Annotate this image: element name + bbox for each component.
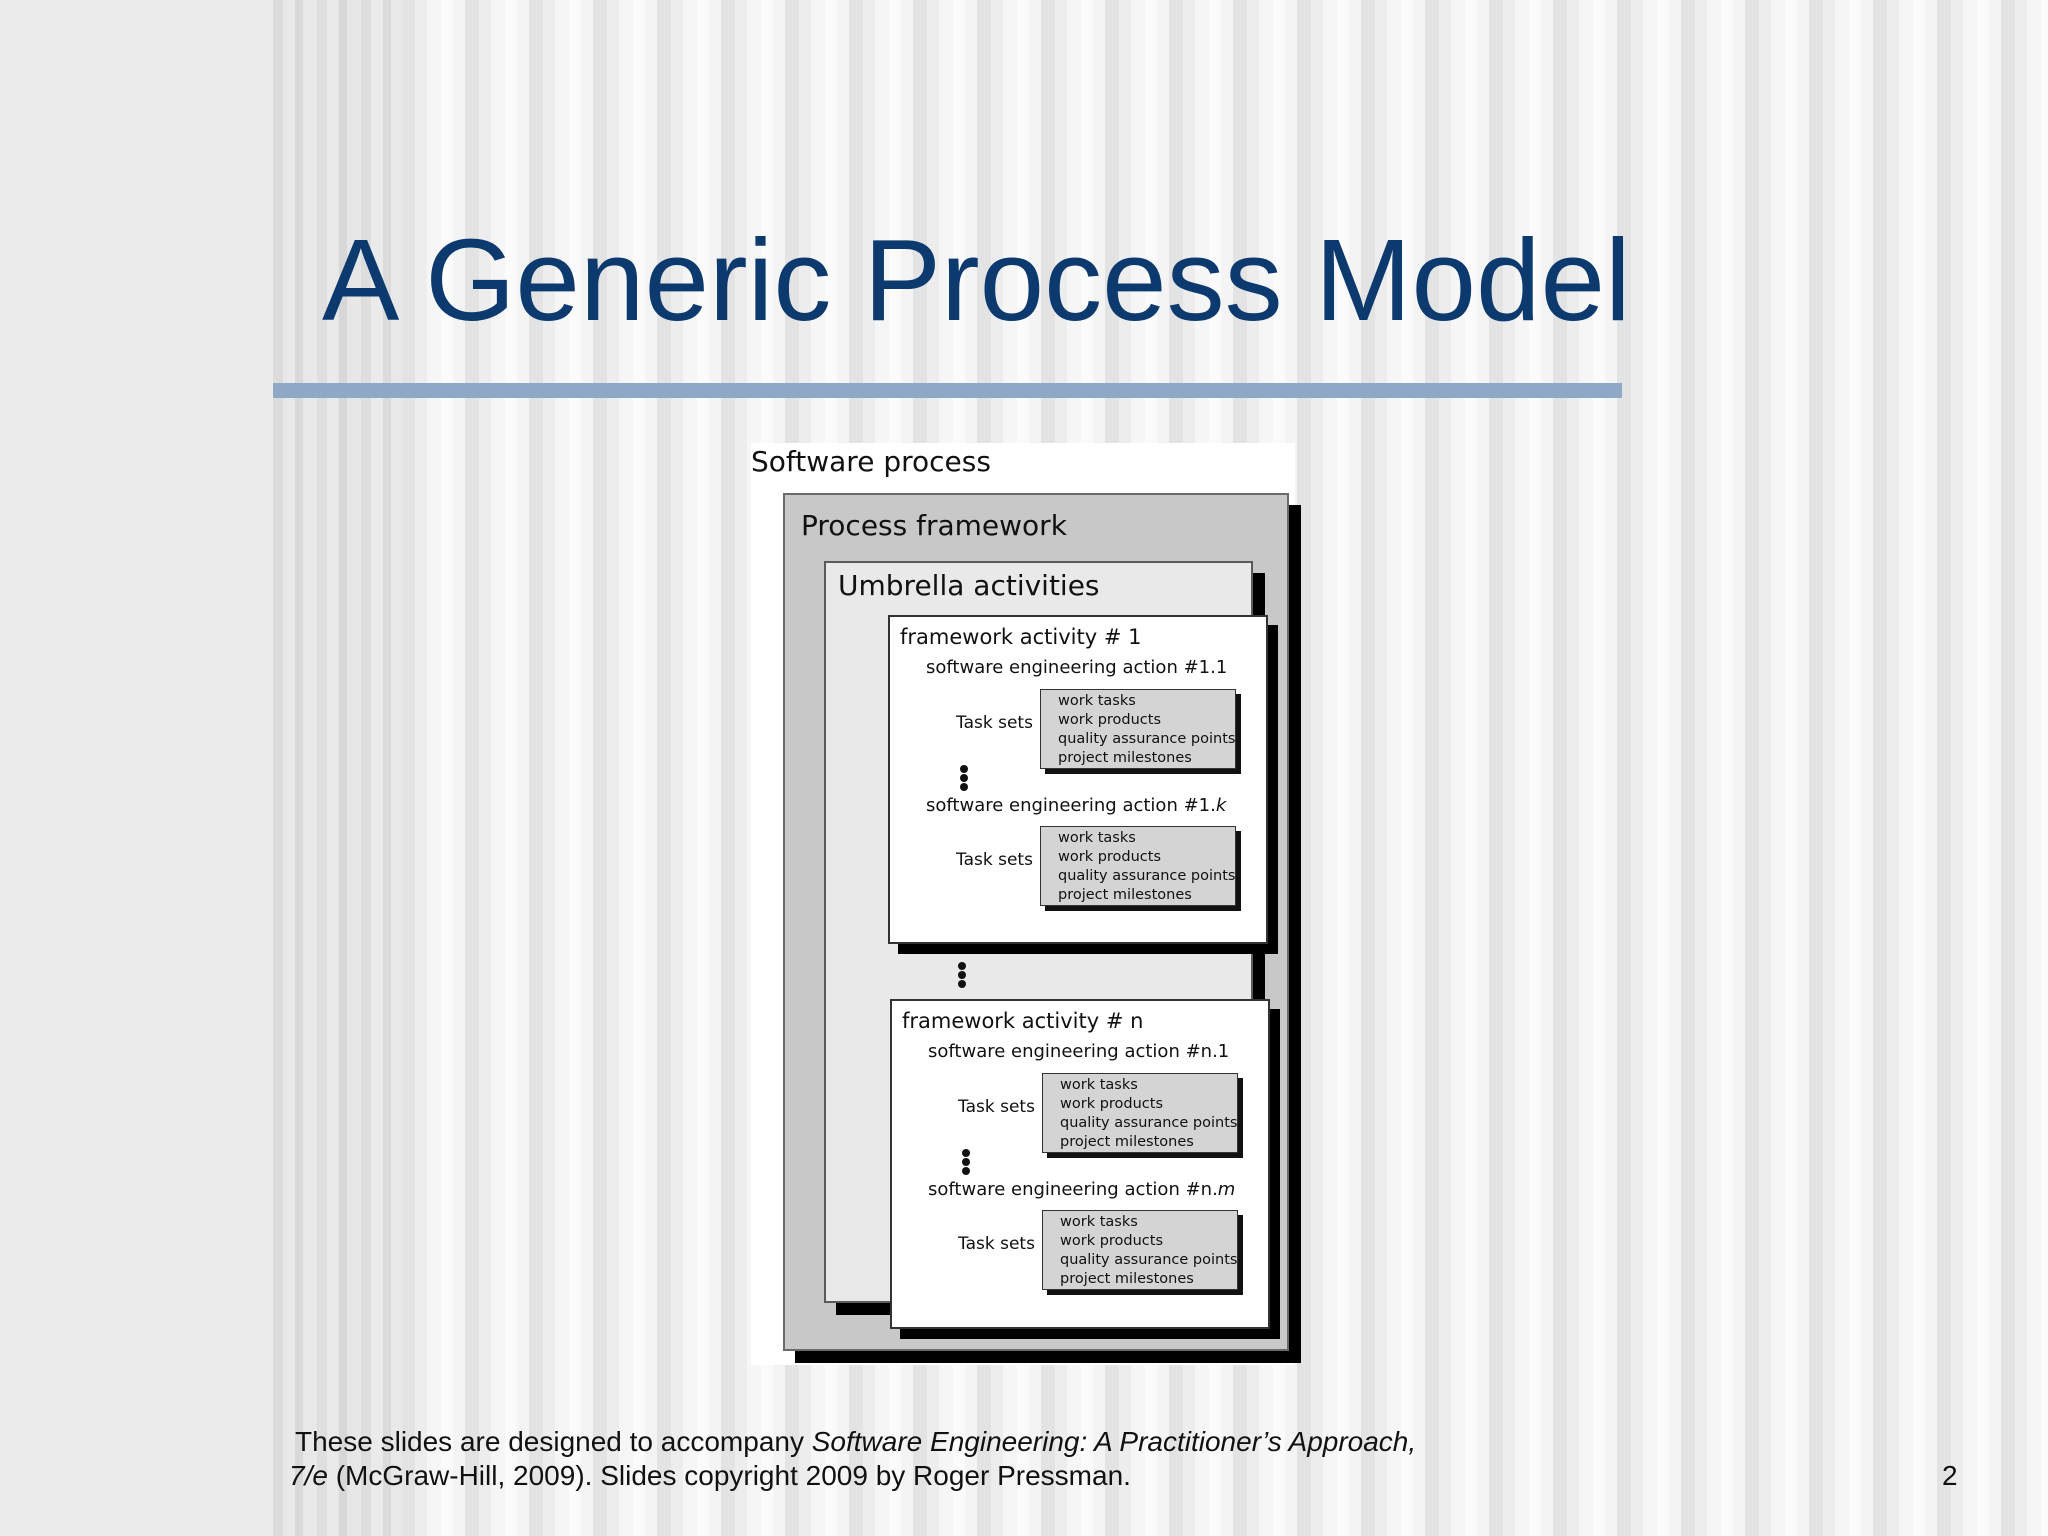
task-item: work tasks xyxy=(1058,693,1136,709)
umbrella-activities-label: Umbrella activities xyxy=(838,569,1100,602)
framework-activity-title: framework activity # n xyxy=(902,1009,1144,1033)
vertical-ellipsis xyxy=(962,1149,970,1176)
task-item: quality assurance points xyxy=(1058,868,1236,884)
vertical-ellipsis xyxy=(960,765,968,792)
background-stripes-accent xyxy=(273,0,403,1536)
task-set-box: work tasks work products quality assuran… xyxy=(1040,689,1236,769)
task-item: quality assurance points xyxy=(1060,1115,1238,1131)
background-left-band xyxy=(0,0,273,1536)
task-item: work products xyxy=(1058,712,1162,728)
task-item: work tasks xyxy=(1058,830,1136,846)
task-set-box: work tasks work products quality assuran… xyxy=(1042,1073,1238,1153)
task-set-box: work tasks work products quality assuran… xyxy=(1040,826,1236,906)
task-item: project milestones xyxy=(1060,1271,1194,1287)
task-item: quality assurance points xyxy=(1058,731,1236,747)
task-item: work products xyxy=(1058,849,1162,865)
process-model-diagram: Software process Process framework Umbre… xyxy=(751,443,1301,1365)
footer-line-1: These slides are designed to accompany S… xyxy=(295,1426,1417,1457)
action-title: software engineering action #1.1 xyxy=(926,657,1228,678)
task-item: work tasks xyxy=(1060,1214,1138,1230)
task-item: project milestones xyxy=(1060,1134,1194,1150)
task-item: work tasks xyxy=(1060,1077,1138,1093)
task-set-box: work tasks work products quality assuran… xyxy=(1042,1210,1238,1290)
task-sets-label: Task sets xyxy=(958,1234,1035,1254)
action-title: software engineering action #n.m xyxy=(928,1179,1236,1200)
title-underline xyxy=(273,383,1622,398)
task-item: work products xyxy=(1060,1096,1164,1112)
task-item: project milestones xyxy=(1058,750,1192,766)
task-item: project milestones xyxy=(1058,887,1192,903)
task-sets-label: Task sets xyxy=(958,1097,1035,1117)
action-title: software engineering action #1.k xyxy=(926,795,1227,816)
task-sets-label: Task sets xyxy=(956,850,1033,870)
framework-activity-title: framework activity # 1 xyxy=(900,625,1142,649)
vertical-ellipsis xyxy=(958,962,966,989)
framework-activity-box: framework activity # n software engineer… xyxy=(890,999,1270,1329)
slide-footer-credit: These slides are designed to accompany S… xyxy=(289,1425,1417,1493)
process-framework-label: Process framework xyxy=(801,509,1067,542)
task-sets-label: Task sets xyxy=(956,713,1033,733)
footer-line-2: 7/e (McGraw-Hill, 2009). Slides copyrigh… xyxy=(289,1460,1131,1491)
page-number: 2 xyxy=(1942,1460,1958,1491)
task-item: work products xyxy=(1060,1233,1164,1249)
framework-activity-box: framework activity # 1 software engineer… xyxy=(888,615,1268,944)
slide-title: A Generic Process Model xyxy=(322,215,1631,345)
task-item: quality assurance points xyxy=(1060,1252,1238,1268)
software-process-label: Software process xyxy=(751,445,991,478)
action-title: software engineering action #n.1 xyxy=(928,1041,1230,1062)
